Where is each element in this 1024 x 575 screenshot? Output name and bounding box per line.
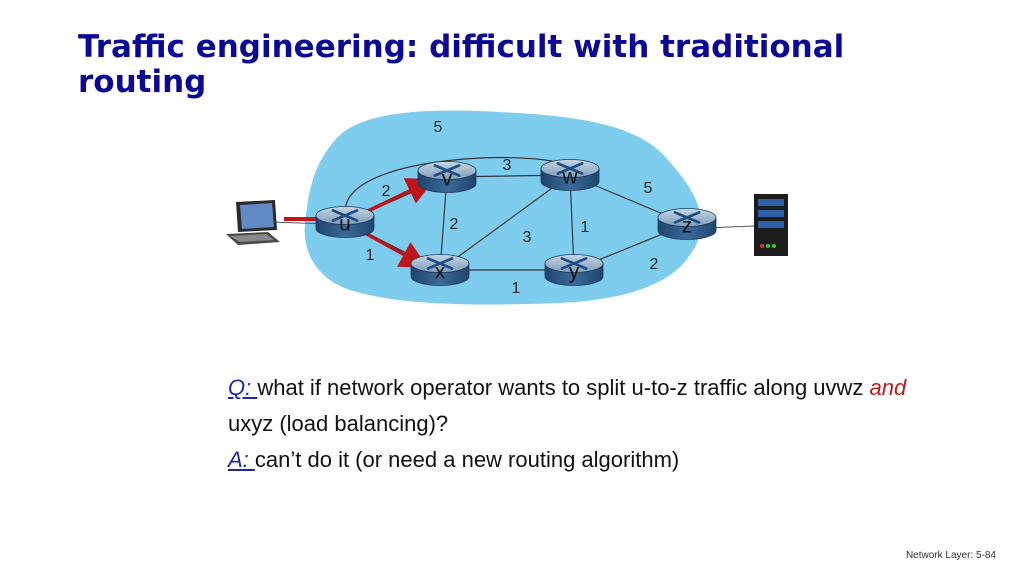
link-cost-w-z: 5 [644,180,653,197]
question-line: Q: what if network operator wants to spl… [228,370,928,442]
router-v: v [417,161,477,193]
router-label-u: u [339,213,351,236]
router-z: z [657,208,717,240]
answer-text: can’t do it (or need a new routing algor… [254,447,680,472]
router-cross-icon [673,211,701,224]
router-label-z: z [682,215,693,238]
network-cloud [304,110,702,305]
answer-marker: A: [228,447,255,472]
router-label-w: w [561,166,578,189]
link-cost-u-v: 2 [382,183,391,200]
router-cross-icon [560,257,588,270]
router-x: x [410,254,470,286]
question-answer-block: Q: what if network operator wants to spl… [228,370,928,478]
slide-title: Traffic engineering: difficult with trad… [78,29,845,100]
link-cost-u-w: 5 [434,119,443,136]
router-label-x: x [435,261,446,284]
question-text-2: uxyz (load balancing)? [228,411,449,436]
link-cost-x-w: 3 [523,229,532,246]
question-text-1: what if network operator wants to split … [257,375,870,400]
link-cost-v-w: 3 [503,157,512,174]
server-icon [704,194,788,256]
link-cost-w-y: 1 [581,219,590,236]
router-w: w [540,159,600,191]
router-cross-icon [331,209,359,222]
router-label-y: y [569,261,580,284]
router-cross-icon [426,257,454,270]
router-cross-icon [556,162,584,175]
router-y: y [544,254,604,286]
slide-footer: Network Layer: 5-84 [905,550,996,561]
link-cost-v-x: 2 [450,216,459,233]
question-marker: Q: [228,375,258,400]
link-cost-x-y: 1 [512,280,521,297]
answer-line: A: can’t do it (or need a new routing al… [228,442,928,478]
link-cost-u-x: 1 [366,247,375,264]
routers-layer: u v w x y z [315,159,717,286]
link-x-w [439,174,571,271]
host-computer-icon [226,200,331,245]
router-label-v: v [442,168,453,191]
link-cost-y-z: 2 [650,256,659,273]
router-u: u [315,206,375,238]
router-cross-icon [433,164,461,177]
question-emphasis: and [869,375,907,400]
cost-labels-layer: 5 2 1 3 2 3 1 5 1 2 [366,119,659,297]
